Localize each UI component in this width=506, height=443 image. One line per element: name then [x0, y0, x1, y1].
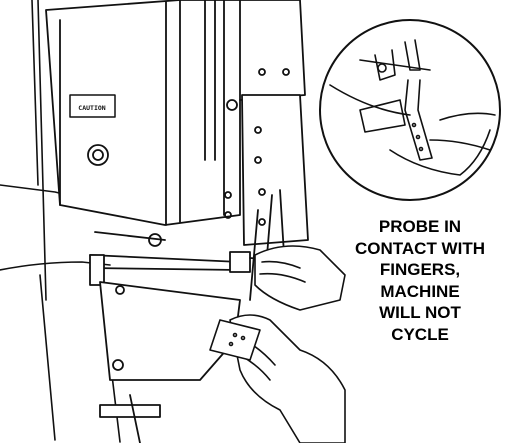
caption-line-2: CONTACT WITH — [355, 238, 485, 258]
label-plate-text: CAUTION — [78, 104, 105, 112]
detail-inset — [319, 19, 501, 201]
machine-head — [45, 0, 309, 246]
label-plate — [69, 94, 116, 118]
operator-hands — [209, 245, 346, 443]
caption: PROBE IN CONTACT WITH FINGERS, MACHINE W… — [332, 216, 506, 345]
caption-line-6: CYCLE — [391, 324, 449, 344]
caption-line-3: FINGERS, — [379, 260, 461, 279]
lower-bracket — [99, 281, 241, 443]
caption-line-4: MACHINE — [380, 281, 460, 301]
caption-line-5: WILL NOT — [379, 303, 461, 322]
caption-line-1: PROBE IN — [378, 217, 462, 236]
